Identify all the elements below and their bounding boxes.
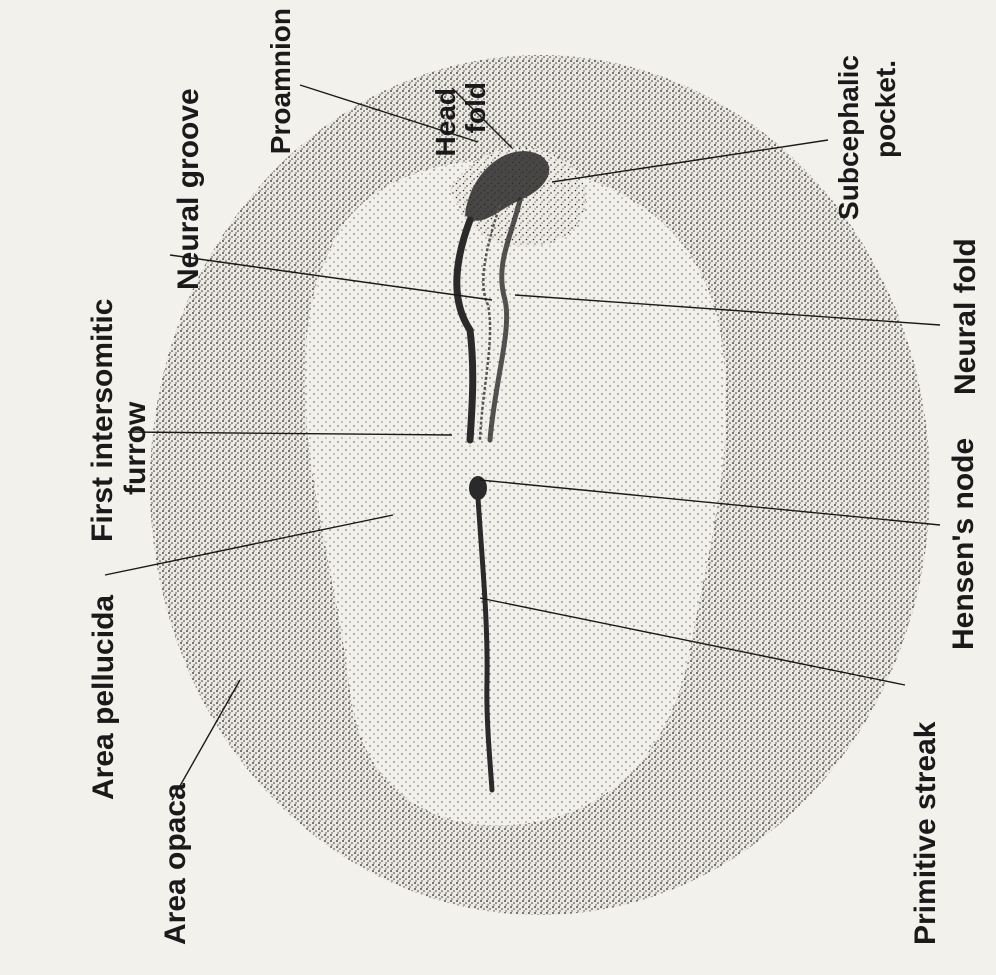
label-head-fold-2: fold: [460, 82, 491, 133]
label-intersomitic-1: First intersomitic: [86, 299, 119, 542]
label-intersomitic-2: furrow: [119, 401, 152, 495]
label-hensens-node: Hensen's node: [947, 438, 980, 650]
label-neural-groove: Neural groove: [172, 88, 205, 290]
label-area-opaca: Area opaca: [159, 783, 192, 945]
label-subcephalic-1: Subcephalic: [833, 55, 864, 220]
label-head-fold-1: Head: [430, 88, 461, 156]
label-proamnion: Proamnion: [265, 8, 296, 154]
area-pellucida-region: [305, 160, 727, 825]
label-subcephalic-2: pocket.: [870, 60, 901, 158]
label-neural-fold: Neural fold: [949, 238, 982, 395]
label-area-pellucida: Area pellucida: [87, 595, 120, 800]
label-primitive-streak: Primitive streak: [909, 721, 942, 945]
